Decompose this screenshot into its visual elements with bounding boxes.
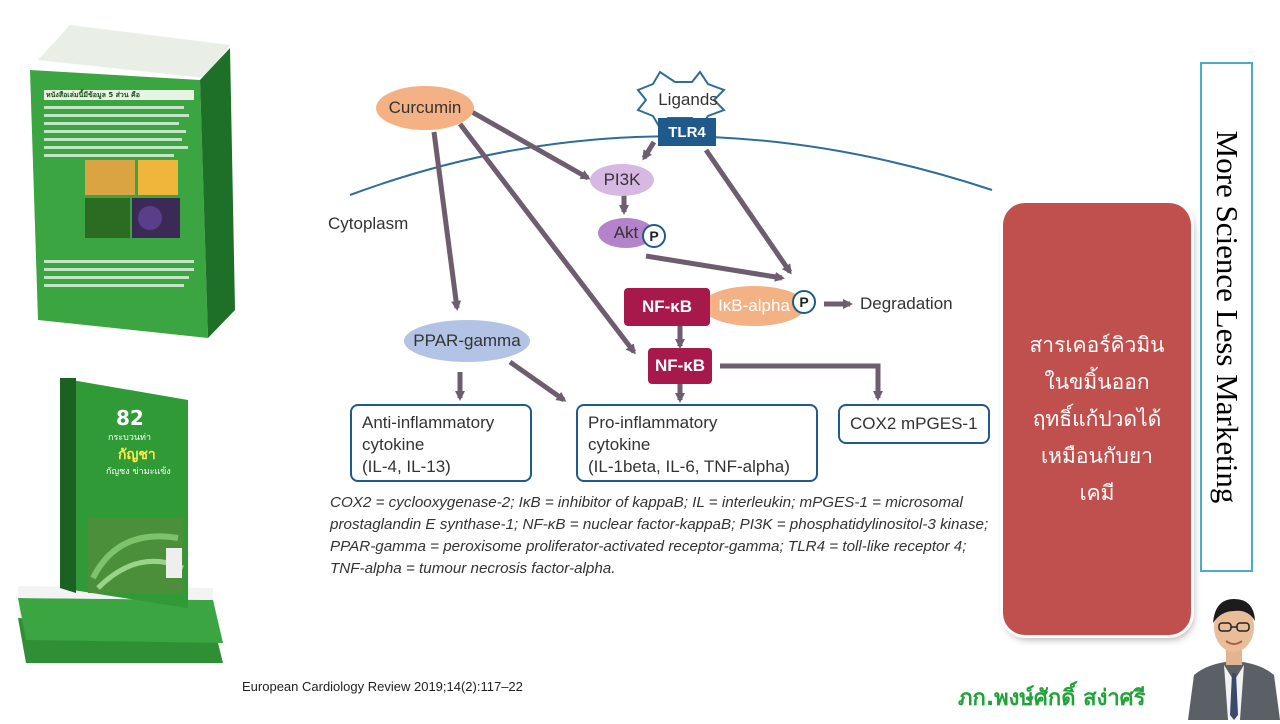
pathway-diagram: Curcumin Ligands TLR4 Cytoplasm PI3K Akt… <box>320 70 1000 510</box>
book-line3: กัญชง ข่ามะแข้ง <box>106 467 171 477</box>
akt-phospho-circle: P <box>642 224 666 248</box>
callout-line1: สารเคอร์คิวมิน <box>1029 332 1165 357</box>
vertical-title-box: More Science Less Marketing <box>1200 62 1253 572</box>
author-name: ภก.พงษ์ศักดิ์ สง่าศรี <box>958 686 1146 711</box>
anti-line1: Anti-inflammatory <box>362 413 495 432</box>
diagram-connectors <box>349 70 993 403</box>
author-photo-illustration <box>1188 599 1280 720</box>
book-top-heading: หนังสือเล่มนี้มีข้อมูล 5 ส่วน คือ <box>46 91 140 99</box>
callout-line3: ฤทธิ์แก้ปวดได้ <box>1032 406 1162 431</box>
callout-line4: เหมือนกับยา <box>1041 443 1153 468</box>
cox2-label: COX2 mPGES-1 <box>850 414 978 433</box>
book-stack-illustration <box>18 378 223 663</box>
anti-line3: (IL-4, IL-13) <box>362 457 451 476</box>
book-line2: กัญชา <box>118 447 156 463</box>
arrow-akt-ikb <box>645 253 785 282</box>
book-stack: 82 กระบวนท่า กัญชา กัญชง ข่ามะแข้ง <box>18 378 233 668</box>
cytoplasm-label: Cytoplasm <box>328 214 409 233</box>
arrow-tlr4-pi3k <box>641 140 657 161</box>
pro-line3: (IL-1beta, IL-6, TNF-alpha) <box>588 457 790 476</box>
citation: European Cardiology Review 2019;14(2):11… <box>242 679 523 694</box>
abbreviation-legend: COX2 = cyclooxygenase-2; IκB = inhibitor… <box>330 494 989 577</box>
pro-line1: Pro-inflammatory <box>588 413 718 432</box>
arrow-curcumin-nfkb <box>458 122 636 355</box>
ligands-star-shape <box>636 70 726 130</box>
book-cover-top: หนังสือเล่มนี้มีข้อมูล 5 ส่วน คือ <box>30 20 235 340</box>
arrow-curcumin-ppar <box>431 131 462 311</box>
cox2-box: COX2 mPGES-1 <box>838 404 990 444</box>
tlr4-label: TLR4 <box>668 123 706 141</box>
callout-line2: ในขมิ้นออก <box>1044 369 1150 394</box>
curcumin-node: Curcumin <box>376 86 474 130</box>
pro-line2: cytokine <box>588 435 651 454</box>
nfkb-complex-node: NF-κB <box>624 288 710 326</box>
thai-callout-box: สารเคอร์คิวมิน ในขมิ้นออก ฤทธิ์แก้ปวดได้… <box>1003 203 1191 635</box>
arrow-ppar-pro <box>508 359 567 403</box>
ikb-phospho-circle: P <box>792 290 816 314</box>
tlr4-box-shape <box>658 118 716 146</box>
ppar-gamma-node: PPAR-gamma <box>404 320 530 362</box>
anti-inflammatory-box: Anti-inflammatory cytokine (IL-4, IL-13) <box>350 404 532 482</box>
callout-line5: เคมี <box>1079 480 1115 505</box>
arrow-curcumin-pi3k <box>470 109 591 181</box>
book-line1: กระบวนท่า <box>108 433 152 443</box>
ikb-alpha-node: IκB-alpha <box>702 286 806 326</box>
vertical-title: More Science Less Marketing <box>1209 130 1245 504</box>
book-top-illustration <box>30 25 235 338</box>
book-number: 82 <box>116 406 144 430</box>
arrow-tlr4-ikb <box>703 148 793 275</box>
anti-line2: cytokine <box>362 435 425 454</box>
pro-inflammatory-box: Pro-inflammatory cytokine (IL-1beta, IL-… <box>576 404 818 482</box>
nfkb-node: NF-κB <box>648 348 712 384</box>
arrow-nfkb-cox2 <box>720 363 883 401</box>
pi3k-node: PI3K <box>590 164 654 196</box>
degradation-label: Degradation <box>860 294 953 313</box>
ligands-label: Ligands <box>658 90 718 109</box>
author-photo <box>1188 585 1280 720</box>
